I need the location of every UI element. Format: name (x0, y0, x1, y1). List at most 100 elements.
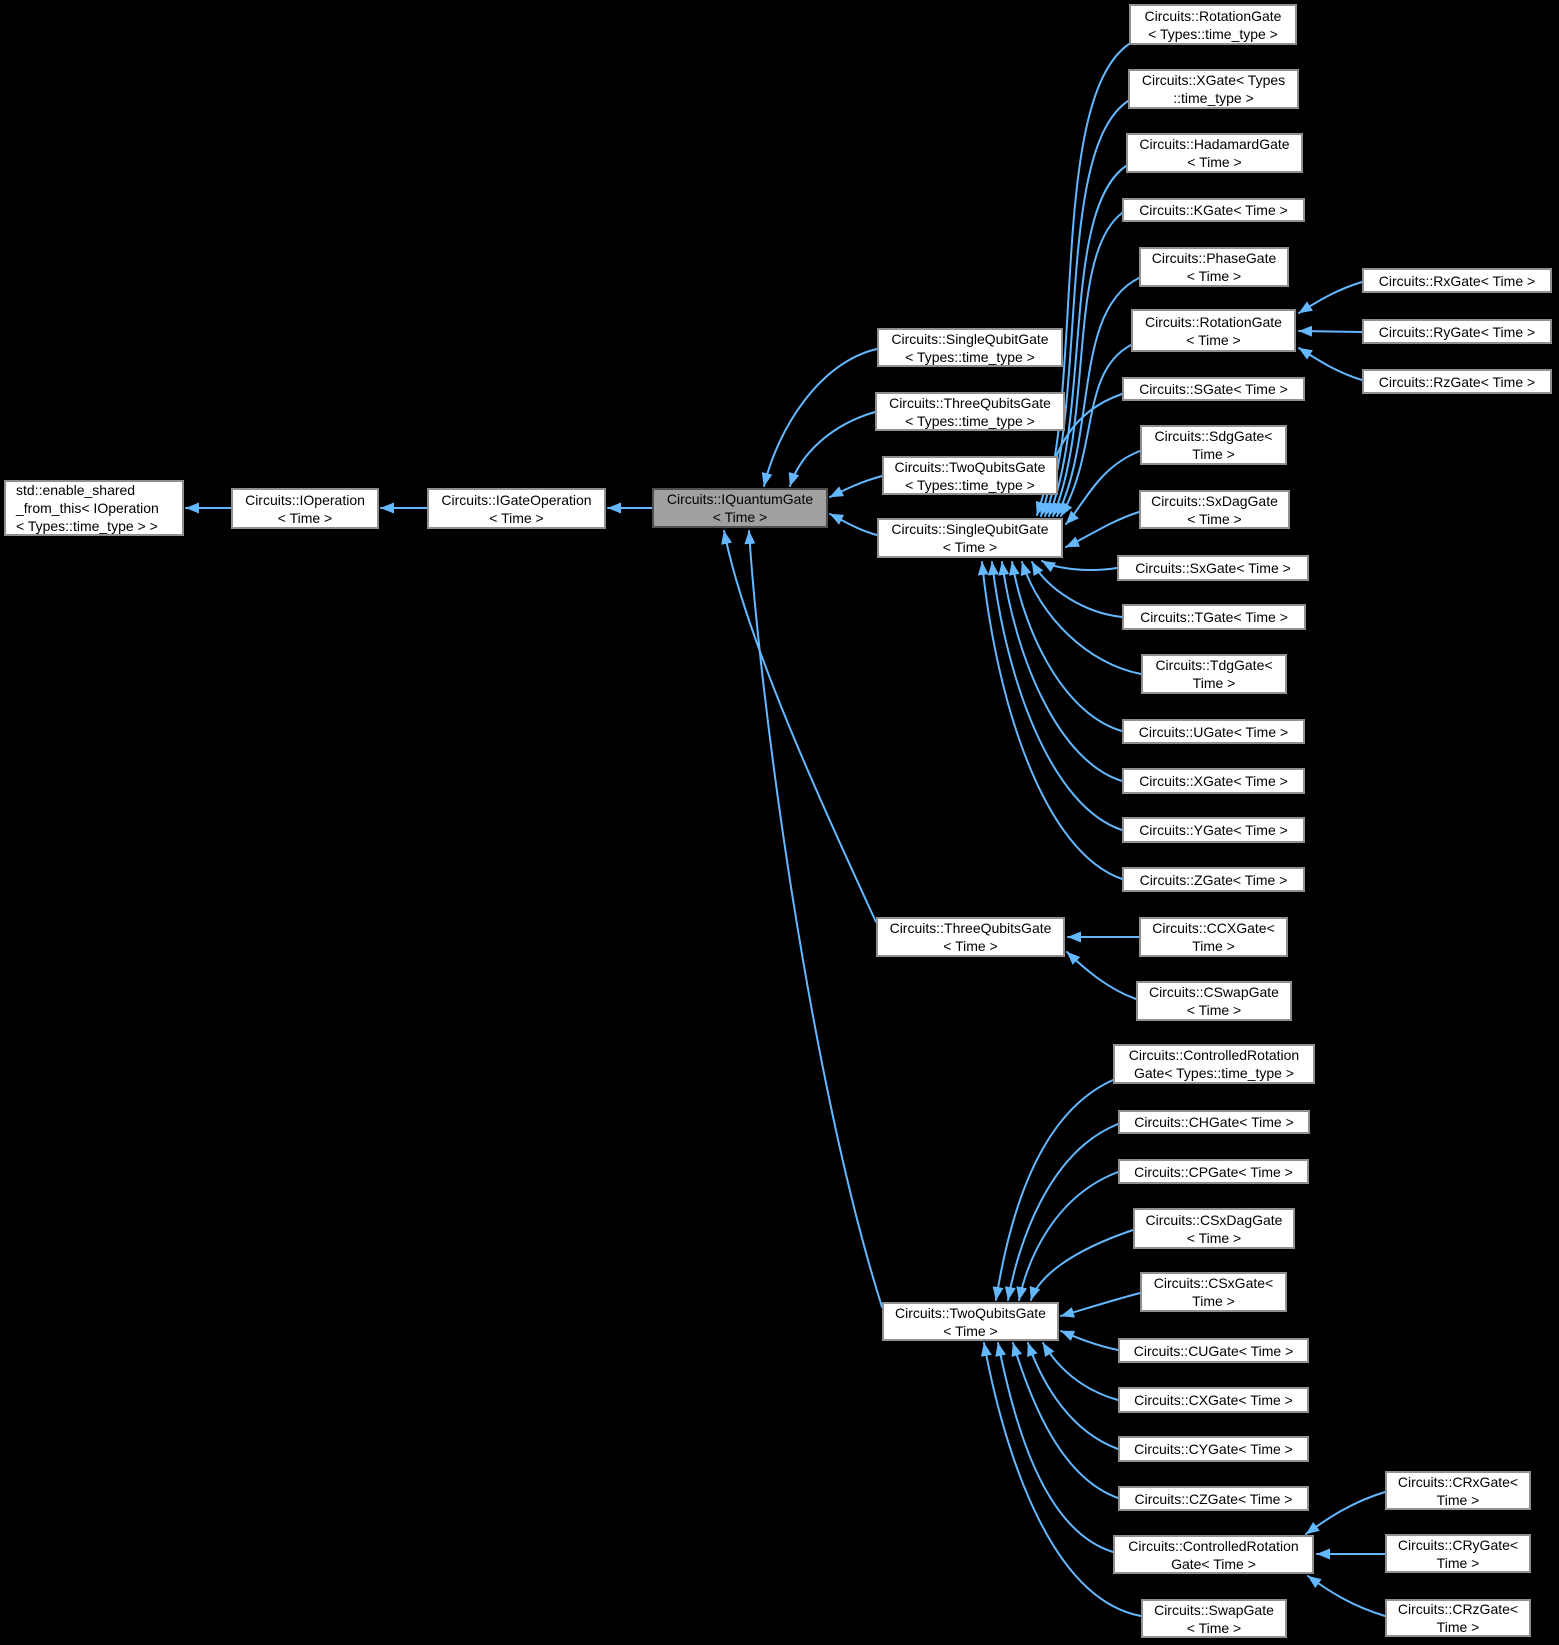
class-node-cxgate-time[interactable]: Circuits::CXGate< Time > (1118, 1387, 1309, 1413)
class-node-rxgate-time[interactable]: Circuits::RxGate< Time > (1362, 268, 1552, 293)
class-node-xgate-time[interactable]: Circuits::XGate< Time > (1122, 768, 1305, 794)
class-node-singlequbitgate-types[interactable]: Circuits::SingleQubitGate< Types::time_t… (877, 328, 1063, 367)
class-node-iquantumgate-time: Circuits::IQuantumGate< Time > (652, 488, 828, 528)
class-node-label: Time > (1192, 1293, 1235, 1309)
edge-crzgate-time-to-controlledrotationgate-time (1307, 1575, 1386, 1617)
class-node-cugate-time[interactable]: Circuits::CUGate< Time > (1118, 1338, 1309, 1363)
edge-crxgate-time-to-controlledrotationgate-time (1305, 1491, 1386, 1535)
class-node-label: Circuits::TwoQubitsGate (895, 1304, 1046, 1321)
class-node-threequbitsgate-time[interactable]: Circuits::ThreeQubitsGate< Time > (876, 917, 1065, 957)
class-node-label: Circuits::ControlledRotation (1128, 1537, 1299, 1554)
class-node-zgate-time[interactable]: Circuits::ZGate< Time > (1122, 867, 1305, 892)
edge-twoqubitsgate-time-to-iquantumgate-time (744, 530, 883, 1308)
edge-ygate-time-to-singlequbitgate-time (988, 561, 1123, 831)
class-node-label: _from_this< IOperation (16, 500, 159, 516)
class-node-label: < Time > (943, 938, 998, 954)
edge-rygate-time-to-rotationgate-time (1298, 325, 1363, 337)
class-node-ygate-time[interactable]: Circuits::YGate< Time > (1122, 817, 1305, 843)
edge-kgate-time-to-singlequbitgate-time (1052, 212, 1123, 517)
class-node-swapgate-time[interactable]: Circuits::SwapGate< Time > (1141, 1599, 1287, 1638)
class-node-sdggate-time[interactable]: Circuits::SdgGate<Time > (1140, 425, 1287, 465)
class-node-crzgate-time[interactable]: Circuits::CRzGate<Time > (1385, 1599, 1531, 1637)
class-node-label: Circuits::RyGate< Time > (1378, 323, 1536, 340)
class-node-kgate-time[interactable]: Circuits::KGate< Time > (1122, 198, 1305, 222)
class-node-tdggate-time[interactable]: Circuits::TdgGate<Time > (1141, 654, 1287, 694)
class-node-label: Circuits::IOperation (245, 491, 365, 508)
class-node-label: Time > (1192, 938, 1235, 954)
class-node-label: < Time > (943, 1322, 998, 1339)
class-node-twoqubitsgate-time[interactable]: Circuits::TwoQubitsGate< Time > (882, 1302, 1059, 1341)
class-node-cygate-time[interactable]: Circuits::CYGate< Time > (1118, 1436, 1309, 1462)
class-node-hadamardgate-time[interactable]: Circuits::HadamardGate< Time > (1126, 133, 1303, 173)
class-node-ugate-time[interactable]: Circuits::UGate< Time > (1122, 719, 1305, 744)
edge-phasegate-time-to-singlequbitgate-time (1056, 277, 1140, 517)
class-node-label: < Time > (1186, 268, 1242, 284)
class-node-label: Circuits::RxGate< Time > (1378, 272, 1536, 289)
class-node-label: < Types::time_type > (1148, 25, 1278, 42)
edge-controlledrotationgate-types-to-twoqubitsgate-time (992, 1079, 1114, 1301)
class-node-czgate-time[interactable]: Circuits::CZGate< Time > (1118, 1486, 1309, 1511)
class-node-rotationgate-time[interactable]: Circuits::RotationGate< Time > (1131, 309, 1296, 352)
class-node-label: Circuits::YGate< Time > (1139, 822, 1288, 838)
class-node-label: < Time > (942, 539, 998, 555)
class-node-label: Circuits::IQuantumGate (666, 491, 814, 507)
class-node-phasegate-time[interactable]: Circuits::PhaseGate< Time > (1139, 247, 1289, 287)
edge-cugate-time-to-twoqubitsgate-time (1060, 1330, 1119, 1351)
edge-sdggate-time-to-singlequbitgate-time (1065, 450, 1141, 525)
class-node-label: Circuits::TdgGate< (1155, 657, 1273, 673)
class-node-crygate-time[interactable]: Circuits::CRyGate<Time > (1385, 1534, 1531, 1573)
class-node-label: Circuits::CUGate< Time > (1133, 1342, 1294, 1359)
edge-sxdaggate-time-to-singlequbitgate-time (1065, 511, 1140, 548)
class-node-label: Time > (1436, 1491, 1480, 1508)
class-node-label: Circuits::CRzGate< (1397, 1601, 1519, 1617)
edge-swapgate-time-to-twoqubitsgate-time (980, 1342, 1142, 1617)
class-node-enable-shared-from-this[interactable]: std::enable_shared_from_this< IOperation… (4, 480, 184, 536)
class-node-label: < Time > (1186, 1229, 1242, 1246)
class-node-cpgate-time[interactable]: Circuits::CPGate< Time > (1118, 1159, 1309, 1184)
class-node-label: < Types::time_type > > (16, 518, 158, 534)
class-node-cswapgate-time[interactable]: Circuits::CSwapGate< Time > (1136, 981, 1292, 1021)
class-node-label: Circuits::SGate< Time > (1139, 381, 1288, 397)
class-node-chgate-time[interactable]: Circuits::CHGate< Time > (1118, 1110, 1310, 1134)
class-node-label: Time > (1436, 1554, 1480, 1571)
class-node-csxgate-time[interactable]: Circuits::CSxGate<Time > (1140, 1272, 1287, 1312)
class-node-xgate-types[interactable]: Circuits::XGate< Types::time_type > (1128, 69, 1299, 109)
class-node-twoqubitsgate-types[interactable]: Circuits::TwoQubitsGate< Types::time_typ… (882, 456, 1058, 495)
edge-chgate-time-to-twoqubitsgate-time (1004, 1123, 1119, 1301)
class-node-label: < Time > (489, 509, 544, 526)
class-node-label: Circuits::SdgGate< (1154, 428, 1273, 444)
class-node-rygate-time[interactable]: Circuits::RyGate< Time > (1362, 319, 1552, 344)
class-node-label: Circuits::TGate< Time > (1140, 609, 1288, 625)
class-node-igateoperation-time[interactable]: Circuits::IGateOperation< Time > (427, 488, 606, 529)
edge-tgate-time-to-singlequbitgate-time (1031, 561, 1123, 618)
class-node-rotationgate-types[interactable]: Circuits::RotationGate< Types::time_type… (1129, 4, 1297, 45)
class-node-sxdaggate-time[interactable]: Circuits::SxDagGate< Time > (1139, 490, 1290, 529)
class-node-label: Time > (1436, 1619, 1480, 1635)
edge-xgate-types-to-singlequbitgate-time (1044, 100, 1129, 517)
edge-cswapgate-time-to-threequbitsgate-time (1066, 951, 1137, 1000)
class-node-crxgate-time[interactable]: Circuits::CRxGate<Time > (1385, 1471, 1531, 1510)
edge-rotationgate-types-to-singlequbitgate-time (1040, 43, 1130, 517)
edge-singlequbitgate-time-to-iquantumgate-time (829, 513, 878, 536)
class-node-threequbitsgate-types[interactable]: Circuits::ThreeQubitsGate< Types::time_t… (875, 392, 1065, 431)
class-node-label: < Time > (1187, 510, 1242, 527)
class-node-singlequbitgate-time[interactable]: Circuits::SingleQubitGate< Time > (877, 518, 1063, 558)
class-node-tgate-time[interactable]: Circuits::TGate< Time > (1122, 604, 1306, 630)
class-node-label: Circuits::ThreeQubitsGate (889, 394, 1051, 411)
class-node-rzgate-time[interactable]: Circuits::RzGate< Time > (1362, 369, 1552, 394)
edge-czgate-time-to-twoqubitsgate-time (1011, 1342, 1119, 1499)
class-node-label: Gate< Types::time_type > (1133, 1065, 1295, 1081)
class-node-label: Circuits::HadamardGate (1139, 136, 1290, 152)
class-node-sgate-time[interactable]: Circuits::SGate< Time > (1122, 377, 1305, 401)
class-node-label: Circuits::ThreeQubitsGate (889, 920, 1052, 936)
class-node-sxgate-time[interactable]: Circuits::SxGate< Time > (1117, 555, 1309, 581)
class-node-csxdaggate-time[interactable]: Circuits::CSxDagGate< Time > (1133, 1208, 1295, 1249)
class-node-ccxgate-time[interactable]: Circuits::CCXGate<Time > (1139, 917, 1288, 957)
class-node-label: Gate< Time > (1171, 1555, 1256, 1572)
class-node-label: Circuits::RotationGate (1145, 313, 1282, 330)
class-node-label: Circuits::CSwapGate (1149, 984, 1279, 1000)
class-node-ioperation-time[interactable]: Circuits::IOperation< Time > (231, 488, 379, 529)
